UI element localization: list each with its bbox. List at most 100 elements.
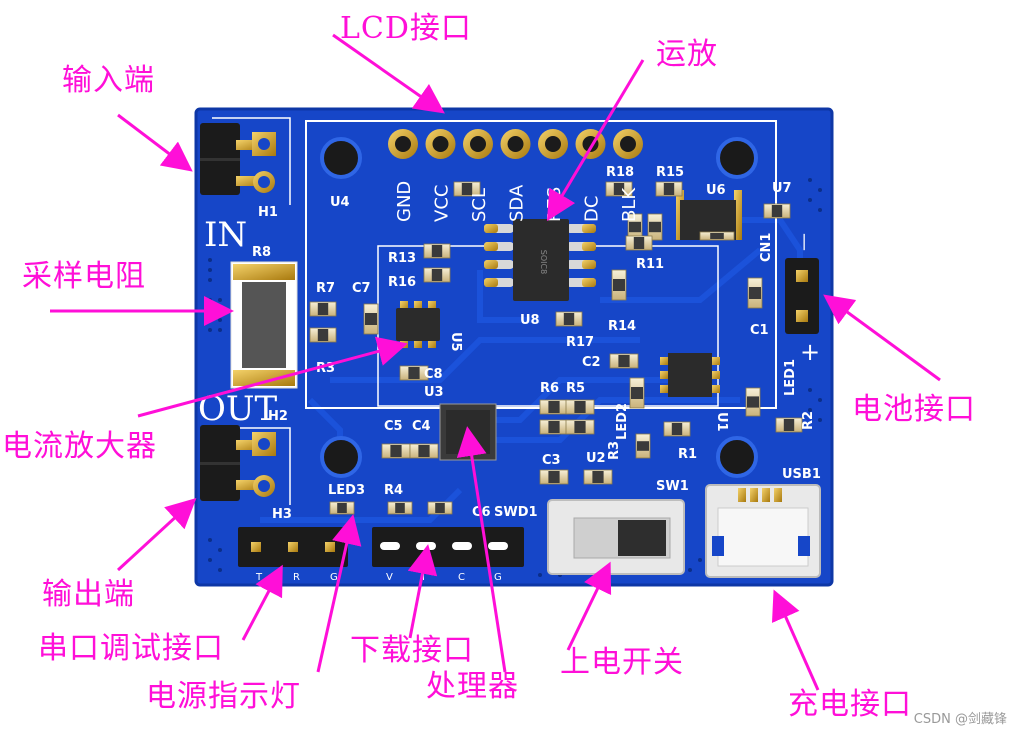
lcd-header [388, 129, 643, 159]
designator-c1: C1 [750, 323, 769, 338]
designator-h1: H1 [258, 205, 278, 220]
label-power-led: 电源指示灯 [146, 679, 301, 714]
label-charge: 充电接口 [788, 687, 912, 722]
power-switch [547, 499, 685, 575]
in-label: IN [204, 215, 247, 255]
designator-led3: LED3 [328, 483, 365, 498]
designator-u6: U6 [706, 183, 726, 198]
designator-r13: R13 [388, 251, 416, 266]
label-battery: 电池接口 [852, 392, 976, 427]
designator-u1: U1 [714, 412, 729, 432]
battery-plus: + [800, 338, 820, 366]
out-label: OUT [198, 389, 278, 429]
designator-u7: U7 [772, 181, 792, 196]
swd-pin-label: G [494, 572, 502, 583]
output-header [200, 425, 276, 501]
designator-u2: U2 [586, 451, 606, 466]
sense-resistor [230, 261, 298, 389]
lcd-pin-label: SCL [469, 188, 490, 222]
arrow-led [316, 514, 362, 673]
arrow-output [116, 497, 197, 572]
designator-c2: C2 [582, 355, 601, 370]
label-download: 下载接口 [350, 633, 474, 668]
ldo-chip [660, 353, 720, 397]
designator-r18: R18 [606, 165, 634, 180]
arrow-opamp [546, 59, 645, 222]
uart-pin-label: R [293, 572, 300, 583]
designator-r1: R1 [678, 447, 697, 462]
arrow-input [117, 113, 193, 172]
designator-led2: LED2 [615, 403, 630, 440]
watermark: CSDN @剑藏锋 [913, 712, 1007, 727]
battery-minus: — [794, 233, 815, 251]
designator-c3: C3 [542, 453, 561, 468]
uart-pin-label: T [255, 572, 263, 583]
swd-pin-label: V [386, 572, 393, 583]
designator-r4: R4 [384, 483, 403, 498]
lcd-pin-label: VCC [432, 185, 453, 222]
designator-u5: U5 [448, 332, 463, 352]
swd-pin-label: C [458, 572, 465, 583]
usb-connector [705, 484, 821, 578]
label-sense-resistor: 采样电阻 [22, 259, 146, 294]
arrow-uart [241, 564, 283, 641]
designator-r14: R14 [608, 319, 636, 334]
arrow-lcd [332, 33, 445, 114]
designator-swd1: SWD1 [494, 505, 538, 520]
arrow-processor [456, 426, 507, 673]
designator-sw1: SW1 [656, 479, 689, 494]
designator-r17: R17 [566, 335, 594, 350]
designator-r8: R8 [252, 245, 271, 260]
lcd-pin-label: SDA [507, 184, 528, 222]
label-current-amp: 电流放大器 [2, 429, 157, 464]
uart-header [238, 527, 348, 567]
designator-r5: R5 [566, 381, 585, 396]
input-header [200, 123, 276, 195]
designator-c5: C5 [384, 419, 403, 434]
label-debug-uart: 串口调试接口 [38, 631, 224, 666]
battery-connector [785, 258, 819, 334]
designator-u8: U8 [520, 313, 540, 328]
designator-r3b: R3 [607, 441, 622, 460]
lcd-pin-label: RES [544, 187, 565, 222]
lcd-pin-label: DC [582, 196, 603, 222]
designator-cn1: CN1 [759, 233, 774, 262]
designator-r16: R16 [388, 275, 416, 290]
pcb-board [194, 107, 834, 587]
designator-led1: LED1 [783, 359, 798, 396]
opamp-chip: SOIC8 [484, 219, 596, 301]
designator-r6: R6 [540, 381, 559, 396]
designator-u3: U3 [424, 385, 444, 400]
swd-pin-label: I [422, 572, 425, 583]
arrow-current-amp [137, 336, 408, 418]
annotation-arrows [50, 33, 941, 691]
designator-usb1: USB1 [782, 467, 821, 482]
arrow-switch [566, 561, 612, 651]
smd-components [309, 181, 803, 515]
label-lcd-interface: LCD接口 [340, 11, 472, 46]
designator-h3: H3 [272, 507, 292, 522]
label-power-switch: 上电开关 [560, 645, 684, 680]
designator-r15: R15 [656, 165, 684, 180]
lcd-pin-label: GND [394, 181, 415, 222]
label-opamp: 运放 [656, 37, 718, 72]
arrow-battery [823, 294, 941, 382]
label-input: 输入端 [62, 63, 155, 98]
label-processor: 处理器 [426, 669, 519, 704]
arrow-usb [771, 589, 820, 691]
designator-u4: U4 [330, 195, 350, 210]
swd-header [372, 527, 524, 567]
label-output: 输出端 [42, 577, 135, 612]
soic-label: SOIC8 [539, 250, 548, 274]
lcd-pin-label: BLK [619, 187, 640, 222]
designator-r2: R2 [801, 411, 816, 430]
designator-c7: C7 [352, 281, 371, 296]
designator-c8: C8 [424, 367, 443, 382]
uart-pin-label: G [330, 572, 338, 583]
designator-c4: C4 [412, 419, 431, 434]
designator-h2: H2 [268, 409, 288, 424]
designator-r11: R11 [636, 257, 664, 272]
